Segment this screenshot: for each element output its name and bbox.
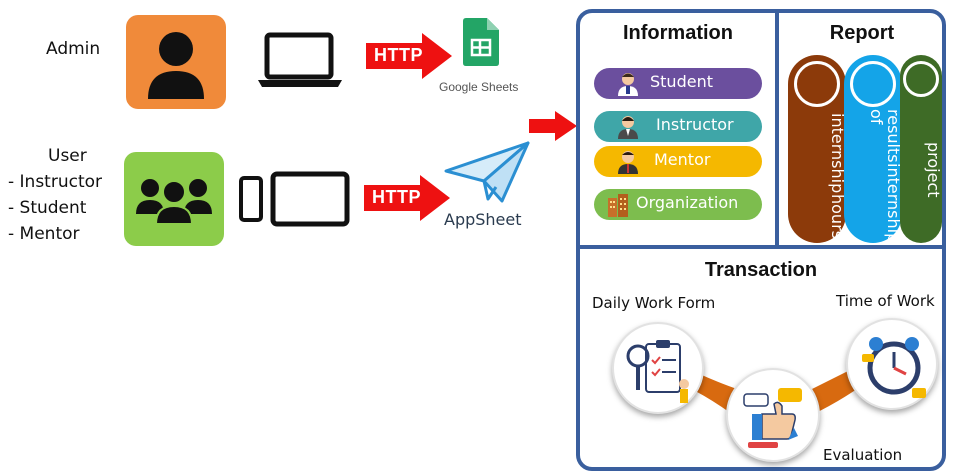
- laptop-icon: [258, 32, 342, 87]
- ring-icon: [794, 61, 840, 107]
- organization-building-icon: [608, 194, 628, 217]
- admin-person-icon: [148, 32, 204, 99]
- report-bar-line: internship: [884, 162, 903, 243]
- panel-horizontal-divider: [578, 245, 944, 249]
- http-label-top: HTTP: [374, 45, 423, 65]
- clipboard-magnifier-icon: [626, 340, 689, 403]
- http-arrow-bottom: HTTP: [364, 175, 450, 221]
- report-bar-text: project: [900, 105, 943, 235]
- time-of-work-label: Time of Work: [836, 292, 935, 310]
- report-bar-line: results of: [867, 109, 903, 163]
- instructor-avatar-icon: [618, 116, 638, 139]
- info-item-label: Instructor: [656, 115, 734, 134]
- info-item-label: Student: [650, 72, 713, 91]
- info-item-instructor[interactable]: Instructor: [594, 111, 762, 142]
- ring-icon: [850, 61, 896, 107]
- user-role-list: User - Instructor - Student - Mentor: [8, 143, 118, 247]
- info-item-label: Mentor: [654, 150, 711, 169]
- mentor-avatar-icon: [618, 151, 638, 174]
- info-item-organization[interactable]: Organization: [594, 189, 762, 220]
- appsheet-label: AppSheet: [444, 210, 522, 229]
- role-instructor: - Instructor: [8, 172, 103, 192]
- http-arrow-top: HTTP: [366, 33, 452, 79]
- user-label: User: [48, 146, 87, 166]
- flow-arrow-to-panel: [529, 111, 577, 141]
- panel-vertical-divider: [775, 11, 779, 247]
- report-bar-line: internship: [828, 113, 847, 194]
- report-bar-internship-hours[interactable]: internship hours: [788, 55, 847, 243]
- google-sheets-label: Google Sheets: [439, 80, 519, 94]
- time-of-work-circle[interactable]: [846, 318, 938, 410]
- role-student: - Student: [8, 198, 87, 218]
- alarm-clock-icon: [862, 337, 926, 398]
- transaction-title: Transaction: [704, 259, 818, 281]
- evaluation-thumbs-up-icon: [743, 388, 802, 448]
- info-item-student[interactable]: Student: [594, 68, 762, 99]
- report-bar-text: internship hours: [788, 111, 847, 241]
- info-item-mentor[interactable]: Mentor: [594, 146, 762, 177]
- user-group-icon: [136, 179, 212, 225]
- smartphone-icon: [239, 176, 263, 222]
- daily-work-form-circle[interactable]: [612, 322, 704, 414]
- information-title: Information: [623, 22, 733, 44]
- appsheet-paper-plane-icon: [444, 141, 530, 203]
- daily-work-form-label: Daily Work Form: [592, 294, 716, 312]
- report-bar-project[interactable]: project: [900, 55, 943, 243]
- report-bar-line: project: [924, 142, 943, 198]
- report-bar-text: results of internship: [844, 109, 903, 243]
- report-title: Report: [829, 22, 895, 44]
- ring-icon: [903, 61, 939, 97]
- student-avatar-icon: [618, 73, 638, 96]
- http-label-bottom: HTTP: [372, 187, 421, 207]
- evaluation-circle[interactable]: [726, 368, 820, 462]
- role-mentor: - Mentor: [8, 224, 80, 244]
- report-bar-line: hours: [828, 193, 847, 239]
- admin-label: Admin: [46, 39, 101, 59]
- user-group-tile: [124, 152, 224, 246]
- report-bar-results-of-internship[interactable]: results of internship: [844, 55, 903, 243]
- tablet-icon: [270, 171, 350, 227]
- info-item-label: Organization: [636, 193, 739, 212]
- google-sheets-icon: [463, 18, 499, 66]
- evaluation-label: Evaluation: [823, 446, 903, 464]
- admin-avatar-tile: [126, 15, 226, 109]
